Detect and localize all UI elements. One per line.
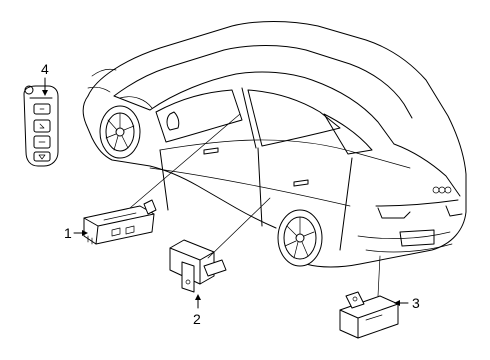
callout-2: 2 [193,294,201,327]
callout-1: 1 [64,225,88,241]
rear-wheel [277,209,323,267]
leader-line-2 [207,197,271,259]
control-module-3 [339,291,399,339]
control-module-1 [83,199,157,245]
key-fob [23,85,59,167]
control-module-2 [169,239,227,293]
callout-4-number: 4 [41,61,49,77]
car-illustration [82,21,467,268]
front-wheel [99,105,141,159]
callout-3: 3 [394,295,420,311]
callout-3-number: 3 [412,295,420,311]
callout-4: 4 [41,61,49,96]
leader-line-3 [377,255,381,297]
callout-1-number: 1 [64,225,72,241]
callout-2-number: 2 [193,311,201,327]
leader-line-1 [129,113,241,209]
